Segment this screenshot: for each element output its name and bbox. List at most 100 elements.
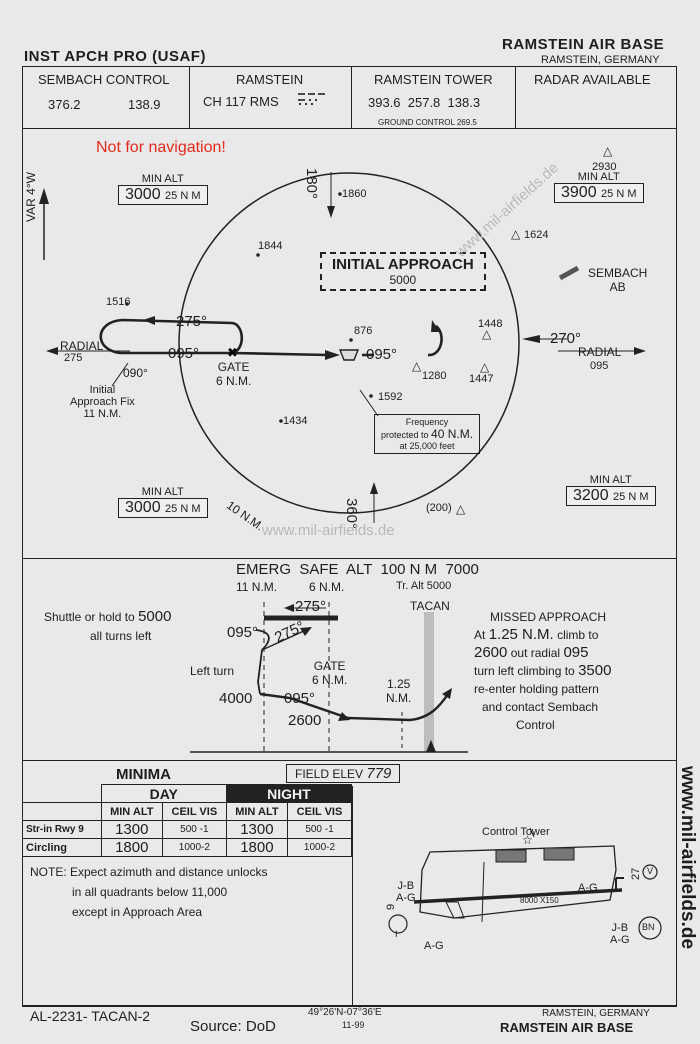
sembach-control-label: SEMBACH CONTROL: [38, 72, 170, 87]
transition-altitude: Tr. Alt 5000: [396, 580, 452, 592]
outbound-course-095: 095°: [366, 346, 398, 363]
obstacle-icon: △: [412, 359, 422, 373]
tacan-icon: [338, 349, 360, 361]
minima-note: NOTE: Expect azimuth and distance unlock…: [30, 865, 268, 919]
obstacle-icon: △: [456, 502, 466, 516]
obstacle-icon: △: [603, 144, 613, 158]
profile-view: [190, 602, 468, 753]
tacan-profile-label: TACAN: [410, 599, 450, 613]
tacan-station-icon: [426, 740, 436, 752]
left-turn-label: Left turn: [190, 664, 235, 678]
runway: [413, 888, 623, 904]
holding-course-275: 275°: [176, 313, 208, 330]
source-credit: Source: DoD: [190, 1018, 276, 1035]
not-for-navigation-notice: Not for navigation!: [96, 139, 226, 156]
course-180: 180°: [303, 168, 320, 200]
marker-i-label: I: [395, 929, 398, 939]
altitude-2600: 2600: [288, 712, 322, 729]
night-header: NIGHT: [225, 784, 353, 803]
field-elevation: FIELD ELEV 779: [286, 764, 401, 783]
shuttle-note: Shuttle or hold to 5000: [44, 608, 172, 625]
elevation: 1434: [283, 415, 308, 427]
elevation: 1280: [422, 370, 447, 382]
elevation: (200): [426, 502, 452, 514]
min-alt-box-se: MIN ALT 3200 25 N M: [566, 474, 656, 506]
gate-fix-icon: ✖: [227, 345, 238, 360]
shuttle-note-turns: all turns left: [90, 629, 152, 643]
profile-course-095-top: 095°: [227, 624, 259, 641]
min-alt-box-ne: MIN ALT 3900 25 N M: [554, 171, 644, 203]
taxiway-label-east: A-G: [578, 882, 598, 894]
course-270: 270°: [550, 330, 582, 347]
min-alt-box-nw: MIN ALT 3000 25 N M: [118, 173, 208, 205]
sembach-freq-2: 138.9: [128, 97, 161, 112]
obstacle-icon: △: [480, 360, 490, 374]
profile-6nm: 6 N.M.: [309, 580, 345, 594]
inbound-course-095: 095°: [168, 345, 200, 362]
radial-275-value: 275: [64, 352, 83, 364]
obstacle-icon: △: [482, 327, 492, 341]
watermark: www.mil-airfields.de: [262, 522, 395, 539]
minima-title: MINIMA: [116, 766, 171, 783]
min-alt-box-sw: MIN ALT 3000 25 N M: [118, 486, 208, 518]
procedure-code: AL-2231- TACAN-2: [30, 1008, 151, 1024]
elevation: 1447: [469, 373, 494, 385]
elevation: 2930: [592, 161, 617, 173]
elevation: 1516: [106, 296, 131, 308]
comms-row: [22, 66, 677, 129]
tower-label: RAMSTEIN TOWER: [374, 72, 493, 87]
footer-location: RAMSTEIN, GERMANY: [542, 1008, 650, 1019]
tacan-beam: [424, 612, 434, 752]
runway-dimensions: 8000 X150: [520, 896, 559, 905]
course-090: 090°: [123, 366, 148, 380]
north-arrow-icon: [39, 188, 49, 204]
profile-course-095-bottom: 095°: [284, 690, 316, 707]
airport-name: RAMSTEIN AIR BASE: [502, 36, 665, 53]
morse-code-icon: [298, 93, 325, 105]
chart-date: 11-99: [342, 1020, 365, 1030]
radial-095-value: 095: [590, 360, 609, 372]
radial-label-west: RADIAL: [60, 339, 104, 353]
plan-view: ✖ △ △ △ △ △ △: [39, 144, 646, 523]
coordinates: 49°26'N-07°36'E: [308, 1007, 382, 1018]
control-tower-label: Control Tower: [482, 826, 550, 838]
tower-freqs: 393.6 257.8 138.3: [368, 95, 481, 110]
sembach-freq-1: 376.2: [48, 97, 81, 112]
radar-available: RADAR AVAILABLE: [534, 72, 651, 87]
runway-9-label: 9: [385, 903, 397, 910]
elevation: 876: [354, 325, 373, 337]
emergency-safe-altitude: EMERG SAFE ALT 100 N M 7000: [236, 561, 479, 578]
ramstein-tacan-label: RAMSTEIN: [236, 72, 304, 87]
control-tower-icon: ☆: [522, 833, 533, 847]
footer-airport: RAMSTEIN AIR BASE: [500, 1020, 634, 1035]
variation-label: VAR 4°W: [24, 172, 38, 222]
beacon-bn-label: BN: [642, 922, 655, 932]
apron-building-icon: [495, 849, 527, 863]
elevation: 1592: [378, 391, 403, 403]
aerodrome-sketch: ☆: [388, 827, 662, 940]
approach-plate: [22, 66, 677, 1006]
frequency-protected-box: Frequency protected to 40 N.M. at 25,000…: [374, 414, 481, 454]
sembach-runway-icon: [558, 265, 580, 281]
obstacle-icon: △: [511, 227, 521, 241]
airport-location: RAMSTEIN, GERMANY: [541, 54, 660, 66]
apron-building-icon: [543, 847, 575, 861]
initial-approach-box: INITIAL APPROACH 5000: [320, 252, 486, 291]
missed-approach-text: MISSED APPROACH At 1.25 N.M. climb to 26…: [474, 610, 612, 732]
tacan-channel: CH 117 RMS: [203, 94, 279, 109]
altitude-4000: 4000: [219, 690, 253, 707]
profile-11nm: 11 N.M.: [236, 580, 278, 594]
procedure-title: INST APCH PRO (USAF): [24, 48, 206, 65]
side-watermark: www.mil-airfields.de: [677, 766, 698, 950]
runway-27-label: 27: [630, 867, 642, 880]
day-header: DAY: [100, 784, 227, 803]
